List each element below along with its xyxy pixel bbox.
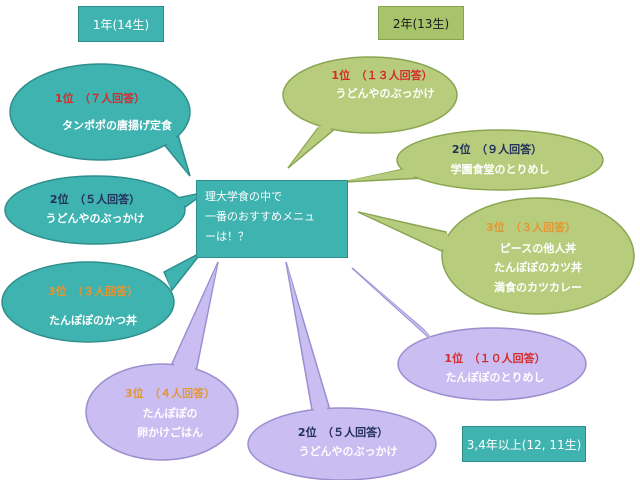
central-question-line1: 理大学食の中で: [205, 190, 282, 203]
year1-rank2-item: うどんやのぶっかけ: [45, 212, 145, 225]
year3-rank3-label: 3位 （４人回答）: [124, 387, 216, 400]
central-question-box: 理大学食の中で 一番のおすすめメニュ ーは！？: [196, 180, 348, 258]
year1-rank1-label: 1位 （７人回答）: [54, 92, 146, 105]
year1-rank3-item: たんぽぽのかつ丼: [49, 314, 137, 327]
year3-rank1-label: 1位 （１０人回答）: [444, 352, 546, 365]
central-question-line3: ーは！？: [205, 230, 249, 243]
year1-rank2-bubble: [4, 175, 207, 245]
year2-rank3-label: 3位 （３人回答）: [485, 221, 577, 234]
year2-tag: 2年(13生): [378, 6, 464, 40]
year3-rank3-item-1: たんぽぽの: [142, 407, 198, 420]
year2-rank3-item-1: ピースの他人丼: [499, 242, 577, 255]
year2-rank1-item: うどんやのぶっかけ: [335, 87, 435, 100]
year2-rank2-item: 学園食堂のとりめし: [450, 163, 550, 176]
year2-rank2-bubble: [343, 129, 604, 191]
year3-tag: 3,4年以上(12, 11生): [462, 426, 586, 462]
year2-rank1-bubble: [282, 56, 458, 169]
year2-rank1-label: 1位 （１３人回答）: [331, 69, 433, 82]
year3-rank3-item-2: 卵かけごはん: [137, 426, 203, 439]
year1-rank2-label: 2位 （５人回答）: [49, 193, 141, 206]
year3-rank1-item: たんぽぽのとりめし: [445, 371, 545, 384]
year1-rank3-bubble: [1, 251, 203, 343]
year2-rank3-bubble: [357, 197, 635, 315]
year2-rank3-item-3: 満食のカツカレー: [494, 281, 582, 294]
year3-rank2-bubble: [247, 261, 437, 480]
year3-rank2-label: 2位 （５人回答）: [297, 426, 389, 439]
year1-tag: 1年(14生): [78, 6, 164, 42]
year3-rank3-bubble: [85, 261, 239, 461]
year2-rank2-label: 2位 （９人回答）: [451, 143, 543, 156]
year1-rank1-bubble: [9, 63, 191, 177]
year1-rank3-label: 3位 （３人回答）: [47, 285, 139, 298]
year1-rank1-item: タンポポの唐揚げ定食: [62, 119, 172, 132]
year2-rank3-item-2: たんぽぽのカツ丼: [494, 261, 582, 274]
year3-rank1-bubble: [351, 267, 587, 401]
central-question-line2: 一番のおすすめメニュ: [205, 210, 315, 223]
year3-rank2-item: うどんやのぶっかけ: [298, 445, 398, 458]
